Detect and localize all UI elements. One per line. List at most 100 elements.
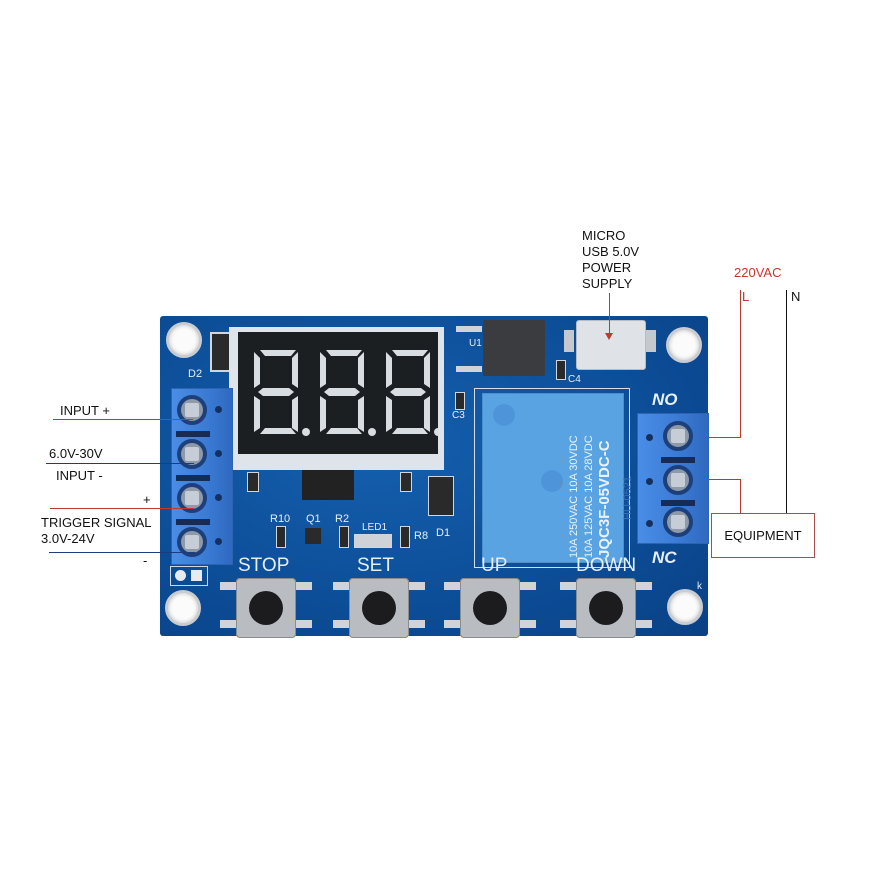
annotation-live: L	[742, 289, 750, 304]
usb-label-line4: SUPPLY	[582, 276, 633, 291]
diode-d1	[428, 476, 454, 516]
mounting-hole-top-right	[666, 327, 702, 363]
annotation-trigger-range: 3.0V-24V	[41, 531, 95, 546]
pad-round	[175, 570, 186, 581]
usb-label-line3: POWER	[582, 260, 632, 275]
wire-com-down	[740, 479, 741, 514]
usb-label-line1: MICRO	[582, 228, 626, 243]
transistor-q1	[305, 528, 321, 544]
leader-line-trigger-minus	[49, 552, 195, 553]
silk-c3: C3	[452, 410, 465, 421]
resistor	[400, 472, 412, 492]
wire-neutral	[786, 290, 787, 514]
annotation-trigger-plus: +	[143, 492, 151, 507]
regulator-pin	[456, 326, 482, 332]
relay-outline	[474, 388, 630, 568]
mounting-hole-bottom-left	[165, 590, 201, 626]
capacitor-c3	[455, 392, 465, 410]
equipment-box: EQUIPMENT	[711, 513, 815, 558]
display-digits	[254, 350, 442, 436]
button-cap[interactable]	[362, 591, 396, 625]
relay-dimple	[541, 470, 563, 492]
annotation-ac-voltage: 220VAC	[734, 265, 782, 280]
relay-rating-2: 10A 125VAC 10A 28VDC	[583, 435, 595, 558]
terminal-dot	[646, 520, 653, 527]
screw-no[interactable]	[663, 421, 693, 451]
usb-label-line2: USB 5.0V	[582, 244, 640, 259]
screw-input-minus[interactable]	[177, 439, 207, 469]
annotation-equipment: EQUIPMENT	[724, 528, 802, 543]
digit-3	[386, 350, 442, 436]
terminal-dot	[215, 494, 222, 501]
micro-usb-port[interactable]	[576, 320, 646, 370]
annotation-trigger-minus: -	[143, 553, 148, 568]
annotation-neutral: N	[791, 289, 801, 304]
terminal-dot	[215, 538, 222, 545]
annotation-usb: MICRO USB 5.0V POWER SUPPLY	[582, 228, 639, 292]
relay-rating-1: 10A 250VAC 10A 30VDC	[568, 435, 580, 558]
down-button[interactable]	[560, 578, 652, 638]
terminal-divider	[176, 475, 210, 481]
terminal-divider	[176, 431, 210, 437]
terminal-divider	[661, 500, 695, 506]
screw-nc[interactable]	[663, 507, 693, 537]
wire-live-to-no	[708, 437, 741, 438]
annotation-trigger-signal: TRIGGER SIGNAL	[41, 515, 152, 530]
mounting-hole-top-left	[166, 322, 202, 358]
terminal-divider	[661, 457, 695, 463]
silk-u1: U1	[469, 338, 482, 349]
silk-k: k	[697, 581, 702, 592]
silk-d1: D1	[436, 527, 451, 539]
silk-r8: R8	[414, 530, 429, 542]
resistor-r10	[276, 526, 286, 548]
screw-input-plus[interactable]	[177, 395, 207, 425]
silk-no: NO	[652, 390, 678, 409]
ic-chip	[302, 470, 354, 500]
relay-jqc3f: 10A 250VAC 10A 30VDC 10A 125VAC 10A 28VD…	[482, 393, 624, 563]
usb-arrow-line	[609, 293, 610, 337]
terminal-dot	[646, 434, 653, 441]
label-stop: STOP	[238, 555, 290, 576]
button-cap[interactable]	[589, 591, 623, 625]
silk-c4: C4	[568, 374, 581, 385]
digit-2	[320, 350, 376, 436]
label-up: UP	[481, 555, 508, 576]
stop-button[interactable]	[220, 578, 312, 638]
capacitor-c4	[556, 360, 566, 380]
mounting-hole-bottom-right	[667, 589, 703, 625]
button-cap[interactable]	[249, 591, 283, 625]
seven-segment-display	[238, 332, 442, 454]
led1	[354, 534, 392, 548]
header-pads	[170, 566, 208, 586]
pad-square	[191, 570, 202, 581]
silk-d2: D2	[188, 368, 203, 380]
terminal-dot	[646, 478, 653, 485]
terminal-divider	[176, 519, 210, 525]
set-button[interactable]	[333, 578, 425, 638]
screw-com[interactable]	[663, 465, 693, 495]
resistor-r2	[339, 526, 349, 548]
silk-terminal-code: HU-0521	[622, 475, 634, 520]
up-button[interactable]	[444, 578, 536, 638]
leader-line-input-plus	[53, 419, 193, 420]
usb-tab	[646, 330, 656, 352]
regulator-u1	[483, 320, 545, 376]
regulator-pin	[456, 366, 482, 372]
relay-dimple	[493, 404, 515, 426]
resistor-r8	[400, 526, 410, 548]
usb-tab	[564, 330, 574, 352]
annotation-input-minus: INPUT -	[56, 468, 103, 483]
annotation-input-plus: INPUT +	[60, 403, 110, 418]
annotation-voltage-range: 6.0V-30V	[49, 446, 103, 461]
digit-1	[254, 350, 310, 436]
silk-led1: LED1	[362, 522, 388, 533]
silk-nc: NC	[652, 548, 677, 567]
usb-arrow-head	[605, 333, 613, 340]
button-cap[interactable]	[473, 591, 507, 625]
silk-q1: Q1	[306, 513, 321, 525]
leader-line-trigger-plus	[50, 508, 194, 509]
silk-r2: R2	[335, 513, 350, 525]
wire-com	[708, 479, 740, 480]
label-set: SET	[357, 555, 394, 576]
relay-model: JQC3F-05VDC-C	[596, 440, 613, 558]
